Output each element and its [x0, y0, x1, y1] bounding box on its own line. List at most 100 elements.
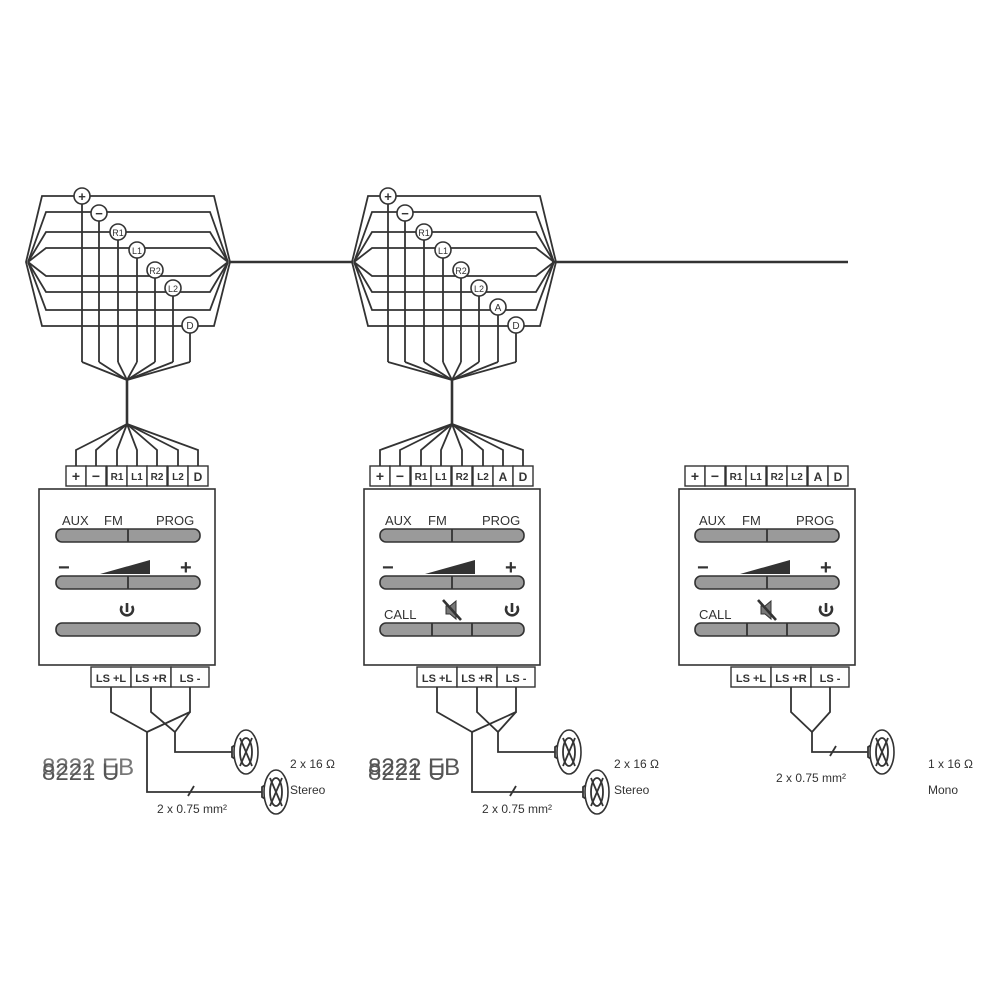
svg-text:L1: L1 — [131, 472, 143, 483]
cable-2: 2 x 0.75 mm² — [482, 802, 552, 816]
label-fm-1: FM — [104, 513, 123, 528]
node-l1-1: L1 — [132, 246, 142, 256]
input-terminals-2: + − R1 L1 R2 L2 A D — [369, 465, 534, 487]
unit-1: + − R1 L1 R2 L2 D AUX FM PROG − + LS +L … — [38, 465, 335, 816]
node-r2-2: R2 — [455, 266, 467, 276]
label-fm-2: FM — [428, 513, 447, 528]
svg-text:L1: L1 — [435, 472, 447, 483]
mode-2: Stereo — [614, 783, 650, 797]
svg-text:L2: L2 — [477, 472, 489, 483]
volume-ramp-icon-2 — [425, 560, 475, 574]
node-plus-1: + — [78, 189, 86, 204]
svg-text:−: − — [711, 468, 719, 484]
node-r1-2: R1 — [418, 228, 430, 238]
svg-text:R2: R2 — [151, 472, 164, 483]
junction-box-2: + − R1 L1 R2 L2 A D — [351, 187, 557, 466]
svg-text:+: + — [72, 468, 80, 484]
svg-text:L2: L2 — [172, 472, 184, 483]
node-l2-2: L2 — [474, 284, 484, 294]
svg-text:R1: R1 — [730, 472, 743, 483]
label-call-3: CALL — [699, 607, 732, 622]
junction-box-1: + − R1 L1 R2 L2 D — [25, 187, 231, 466]
svg-text:A: A — [814, 470, 823, 484]
node-l2-1: L2 — [168, 284, 178, 294]
node-d-2: D — [512, 321, 519, 332]
node-minus-1: − — [95, 206, 103, 221]
terminal-ls-r-1: LS +R — [135, 673, 167, 685]
svg-text:A: A — [499, 470, 508, 484]
call-mute-power-button-3[interactable] — [694, 622, 840, 637]
label-fm-3: FM — [742, 513, 761, 528]
terminal-ls-l-1: LS +L — [96, 673, 127, 685]
volume-plus-3: + — [820, 557, 832, 579]
mode-3: Mono — [928, 783, 958, 797]
label-aux-3: AUX — [699, 513, 726, 528]
volume-minus-1: − — [58, 557, 70, 579]
label-prog-1: PROG — [156, 513, 194, 528]
speaker-icon-1a — [231, 729, 259, 775]
svg-text:+: + — [376, 468, 384, 484]
label-prog-2: PROG — [482, 513, 520, 528]
volume-minus-3: − — [697, 557, 709, 579]
speaker-icon-3 — [867, 729, 895, 775]
model-label-alt-2: 8221 U — [368, 759, 445, 786]
label-prog-3: PROG — [796, 513, 834, 528]
svg-text:R1: R1 — [111, 472, 124, 483]
label-aux-2: AUX — [385, 513, 412, 528]
power-button-1[interactable] — [55, 622, 201, 637]
volume-plus-1: + — [180, 557, 192, 579]
node-d-1: D — [186, 321, 193, 332]
node-l1-2: L1 — [438, 246, 448, 256]
terminal-ls-l-2: LS +L — [422, 673, 453, 685]
svg-text:D: D — [194, 470, 203, 484]
speaker-icon-2b — [582, 769, 610, 815]
node-minus-2: − — [401, 206, 409, 221]
impedance-2: 2 x 16 Ω — [614, 757, 659, 771]
svg-text:L2: L2 — [791, 472, 803, 483]
terminal-ls-minus-3: LS - — [820, 673, 841, 685]
input-terminals-3: + − R1 L1 R2 L2 A D — [684, 465, 849, 487]
volume-minus-2: − — [382, 557, 394, 579]
impedance-3: 1 x 16 Ω — [928, 757, 973, 771]
svg-text:−: − — [396, 468, 404, 484]
model-label-1: 8222 EB — [42, 754, 134, 781]
unit-3: + − R1 L1 R2 L2 A D AUX FM PROG − + CALL — [678, 465, 973, 797]
terminal-ls-minus-1: LS - — [180, 673, 201, 685]
svg-text:+: + — [691, 468, 699, 484]
mute-icon-2 — [442, 599, 462, 621]
volume-plus-2: + — [505, 557, 517, 579]
svg-text:R1: R1 — [415, 472, 428, 483]
input-terminals-1: + − R1 L1 R2 L2 D — [65, 465, 209, 487]
terminal-ls-minus-2: LS - — [506, 673, 527, 685]
cable-3: 2 x 0.75 mm² — [776, 771, 846, 785]
label-aux-1: AUX — [62, 513, 89, 528]
svg-text:D: D — [519, 470, 528, 484]
terminal-ls-l-3: LS +L — [736, 673, 767, 685]
svg-text:R2: R2 — [456, 472, 469, 483]
volume-ramp-icon-3 — [740, 560, 790, 574]
model-label-2: 8222 EB — [368, 754, 460, 781]
speaker-icon-1b — [261, 769, 289, 815]
terminal-ls-r-3: LS +R — [775, 673, 807, 685]
label-call-2: CALL — [384, 607, 417, 622]
svg-text:L1: L1 — [750, 472, 762, 483]
power-icon-3 — [818, 603, 834, 617]
power-icon-2 — [504, 603, 520, 617]
svg-text:D: D — [834, 470, 843, 484]
power-icon-1 — [119, 603, 135, 617]
svg-text:R2: R2 — [771, 472, 784, 483]
mode-1: Stereo — [290, 783, 326, 797]
node-r1-1: R1 — [112, 228, 124, 238]
node-r2-1: R2 — [149, 266, 161, 276]
model-label-alt-1: 8221 U — [42, 759, 119, 786]
node-plus-2: + — [384, 189, 392, 204]
volume-ramp-icon-1 — [100, 560, 150, 574]
node-a-2: A — [495, 303, 502, 314]
cable-1: 2 x 0.75 mm² — [157, 802, 227, 816]
mute-icon-3 — [757, 599, 777, 621]
unit-2: + − R1 L1 R2 L2 A D AUX FM PROG − + CALL — [363, 465, 659, 816]
call-mute-power-button-2[interactable] — [379, 622, 525, 637]
svg-text:−: − — [92, 468, 100, 484]
impedance-1: 2 x 16 Ω — [290, 757, 335, 771]
